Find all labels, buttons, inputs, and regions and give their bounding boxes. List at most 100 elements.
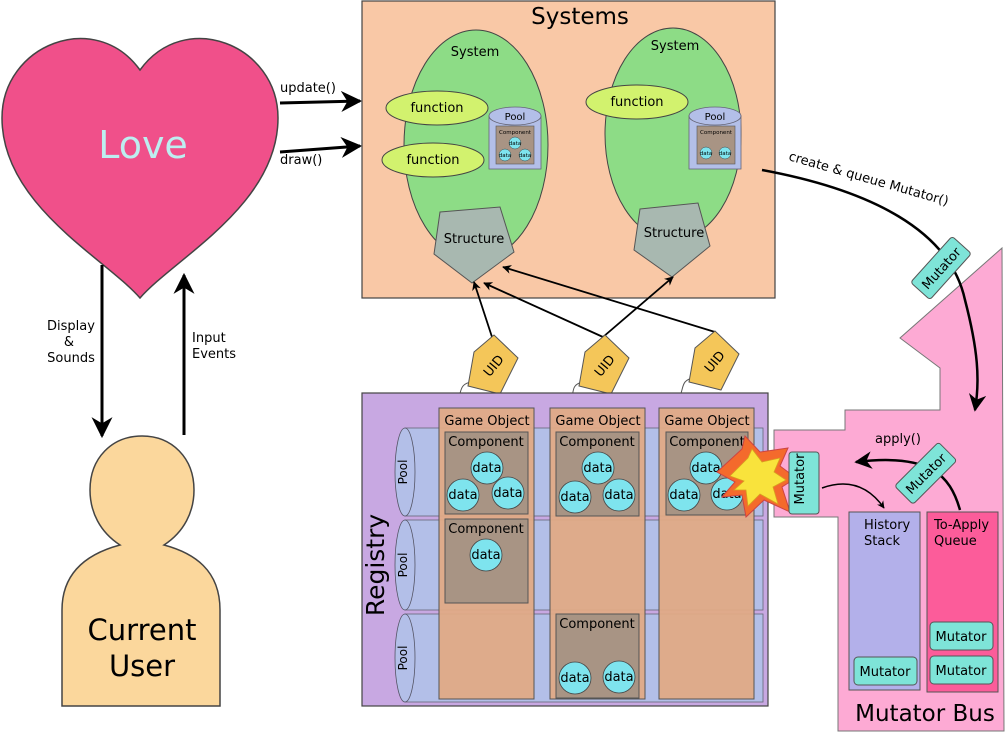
systems-title: Systems [531, 4, 629, 30]
data-label: data [669, 488, 698, 503]
uid-arrow [472, 281, 493, 338]
user-label-line1: Current [88, 613, 197, 647]
queue-label-1: To-Apply [933, 518, 989, 533]
draw-arrow [279, 136, 363, 158]
pool-data: data [509, 141, 521, 147]
system-1: System function function Pool Component … [381, 29, 549, 284]
component-label: Component [669, 435, 744, 450]
history-stack-label-2: Stack [864, 534, 900, 549]
system-label: System [451, 45, 499, 60]
queue-mutator-label: Mutator [936, 630, 988, 645]
game-object-title: Game Object [664, 414, 749, 429]
structure-label: Structure [444, 232, 504, 247]
data-label: data [471, 548, 500, 563]
queue-label-2: Queue [934, 534, 977, 549]
display-label-2: & [64, 335, 74, 350]
create-queue-arrow [761, 168, 987, 412]
impact-mutator-label: Mutator [793, 453, 808, 505]
system-pool: Pool Component data data [688, 106, 742, 170]
component-label: Component [559, 617, 634, 632]
structure-label: Structure [644, 226, 704, 241]
update-arrow [279, 90, 363, 112]
function-label: function [406, 153, 459, 168]
game-object-1: Game Object Component data data data Com… [438, 407, 535, 700]
pool-label: Pool [705, 112, 726, 123]
history-stack: History Stack Mutator [848, 511, 921, 691]
component: Component data data data [444, 431, 529, 515]
queue-mutator [929, 621, 994, 651]
love-label: Love [98, 123, 188, 167]
love-node: Love [1, 37, 279, 300]
explosion-icon [716, 434, 797, 518]
function-label: function [610, 95, 663, 110]
uid-tag-1: UID [451, 334, 519, 405]
input-label-1: Input [192, 331, 226, 346]
pool-label: Pool [396, 460, 410, 485]
component-label: Component [448, 522, 523, 537]
system-pool: Pool Component data data data [488, 106, 542, 170]
pool-component-label: Component [499, 130, 532, 136]
pool-label: Pool [396, 553, 410, 578]
uid-arrow [602, 276, 674, 338]
data-label: data [560, 490, 589, 505]
systems-panel: Systems System function function Pool Co… [361, 0, 776, 299]
data-label: data [448, 488, 477, 503]
history-stack-label-1: History [864, 518, 911, 533]
system-label: System [651, 39, 699, 54]
pool-label: Pool [396, 646, 410, 671]
pool-data: data [499, 153, 511, 159]
data-label: data [583, 461, 612, 476]
uid-tag-3: UID [673, 330, 740, 403]
heart-shape [1, 37, 279, 300]
pool-data: data [719, 151, 731, 157]
component-label: Component [448, 435, 523, 450]
function-node [381, 142, 485, 178]
mutator-bus-title: Mutator Bus [855, 701, 995, 727]
queue-mutator-label: Mutator [936, 664, 988, 679]
update-label: update() [280, 81, 336, 96]
pool-data: data [519, 153, 531, 159]
structure-pentagon [633, 202, 711, 278]
pool-label: Pool [505, 112, 526, 123]
uid-tag-2: UID [567, 334, 630, 405]
data-label: data [472, 461, 501, 476]
system-2: System function Pool Component data data… [585, 27, 742, 278]
display-label-3: Sounds [47, 351, 95, 366]
component: Component data [444, 518, 529, 604]
registry-panel: Registry Pool Pool Pool Game Object Comp… [361, 392, 769, 707]
game-object-title: Game Object [444, 414, 529, 429]
to-apply-queue: To-Apply Queue Mutator Mutator [926, 511, 999, 693]
impact-mutator: Mutator [788, 451, 820, 515]
input-label-2: Events [192, 347, 236, 362]
registry-title: Registry [361, 514, 390, 617]
user-shape [61, 435, 221, 707]
data-label: data [691, 461, 720, 476]
game-object-2: Game Object Component data data data Com… [549, 407, 646, 700]
draw-label: draw() [280, 153, 322, 168]
data-label: data [493, 486, 522, 501]
apply-label: apply() [875, 432, 921, 447]
mutator-bus-panel: Mutator Bus History Stack Mutator To-App… [773, 246, 1005, 732]
component: Component data data data [555, 431, 640, 517]
component: Component data data [555, 613, 640, 699]
function-label: function [410, 101, 463, 116]
component-label: Component [559, 435, 634, 450]
game-object-title: Game Object [555, 414, 640, 429]
user-label-line2: User [109, 649, 175, 683]
function-node [385, 90, 489, 126]
to-history-arrow [821, 483, 885, 509]
data-label: data [560, 671, 589, 686]
history-mutator [853, 656, 918, 686]
queue-mutator [929, 655, 994, 685]
pool-component-label: Component [700, 130, 733, 136]
pool-data: data [700, 151, 712, 157]
uid-arrow [483, 282, 604, 338]
current-user-node: Current User [61, 435, 221, 707]
structure-pentagon [433, 206, 515, 284]
uid-arrow [502, 265, 716, 333]
data-label: data [604, 670, 633, 685]
function-node [585, 84, 689, 120]
data-label: data [604, 488, 633, 503]
game-object-3: Game Object Component data data data [658, 407, 755, 700]
